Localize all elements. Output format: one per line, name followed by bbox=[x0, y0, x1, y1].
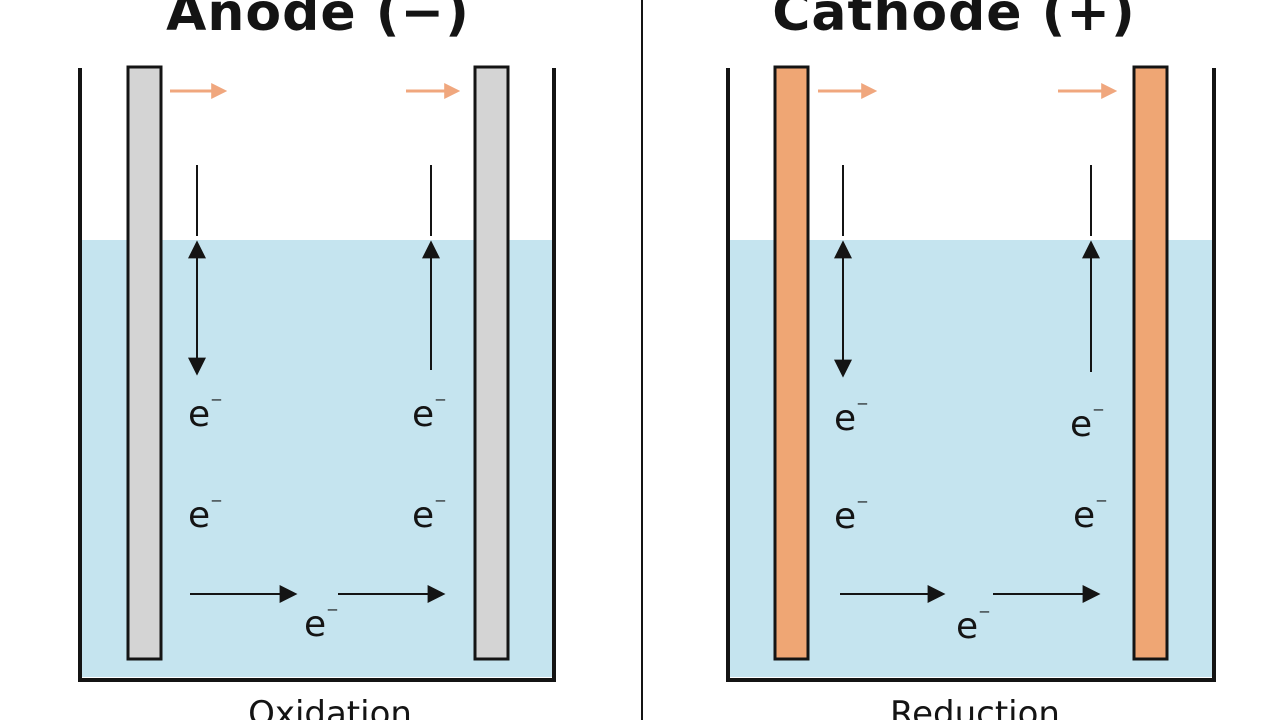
anode-electron-2: e⁻ bbox=[412, 390, 447, 435]
cathode-electrode-left bbox=[773, 65, 810, 661]
cathode-electrode-right bbox=[1132, 65, 1169, 661]
cathode-electron-4: e⁻ bbox=[1073, 491, 1108, 536]
anode-caption: Oxidation bbox=[248, 694, 412, 720]
anode-electrode-left bbox=[126, 65, 163, 661]
anode-electrode-right bbox=[473, 65, 510, 661]
cathode-electron-1: e⁻ bbox=[834, 394, 869, 439]
cathode-electron-3: e⁻ bbox=[834, 492, 869, 537]
anode-title: Anode (−) bbox=[166, 0, 470, 43]
cathode-panel: e⁻ e⁻ e⁻ e⁻ e⁻ bbox=[726, 65, 1216, 682]
cathode-title: Cathode (+) bbox=[772, 0, 1136, 43]
anode-electron-3: e⁻ bbox=[188, 491, 223, 536]
cathode-electron-5: e⁻ bbox=[956, 602, 991, 647]
anode-beaker bbox=[78, 68, 556, 682]
anode-electron-4: e⁻ bbox=[412, 491, 447, 536]
cathode-caption: Reduction bbox=[890, 694, 1060, 720]
cathode-electron-2: e⁻ bbox=[1070, 400, 1105, 445]
anode-electron-5: e⁻ bbox=[304, 600, 339, 645]
cathode-beaker bbox=[726, 68, 1216, 682]
anode-electron-1: e⁻ bbox=[188, 390, 223, 435]
anode-panel: e⁻ e⁻ e⁻ e⁻ e⁻ bbox=[78, 65, 556, 682]
